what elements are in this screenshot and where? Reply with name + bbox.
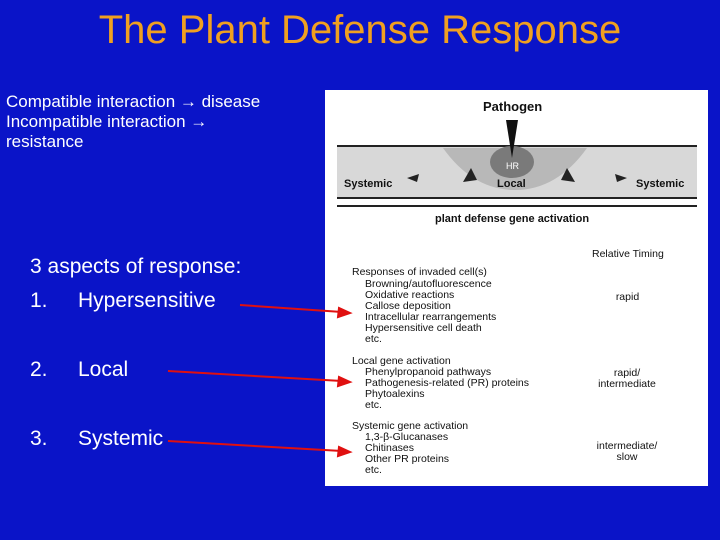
gene-activation-label: plant defense gene activation [435, 213, 590, 225]
defense-diagram-graphics [337, 120, 697, 207]
systemic-right-label: Systemic [636, 178, 685, 190]
defense-diagram: Pathogen HR Systemic Local Systemic plan… [325, 90, 708, 486]
aspect-label: Local [78, 358, 129, 381]
list-item: 1,3-β-Glucanases [365, 431, 449, 443]
timing-systemic-2: slow [616, 451, 638, 463]
group-header-local: Local gene activation [352, 355, 451, 367]
intro-line-2: Incompatible interaction → [6, 112, 208, 131]
list-item: etc. [365, 464, 382, 476]
list-item: Callose deposition [365, 300, 451, 312]
list-item: Intracellular rearrangements [365, 311, 497, 323]
list-item: Hypersensitive cell death [365, 322, 482, 334]
relative-timing-label: Relative Timing [592, 248, 664, 260]
list-item: Phenylpropanoid pathways [365, 366, 492, 378]
aspect-number: 2. [30, 358, 48, 381]
arrow-local [167, 370, 343, 382]
aspect-label: Systemic [78, 427, 164, 450]
arrowhead-icon [561, 168, 575, 182]
timing-systemic-1: intermediate/ [596, 440, 658, 452]
list-item: Phytoalexins [365, 388, 425, 400]
local-label: Local [497, 178, 526, 190]
systemic-left-label: Systemic [344, 178, 393, 190]
hr-zone [490, 146, 534, 178]
pathogen-label: Pathogen [483, 99, 543, 114]
group-header-systemic: Systemic gene activation [352, 420, 469, 432]
aspect-item-local: 2. Local [30, 358, 128, 382]
list-item: etc. [365, 333, 382, 345]
aspect-item-hypersensitive: 1. Hypersensitive [30, 289, 216, 313]
list-item: Chitinases [365, 442, 415, 454]
aspect-item-systemic: 3. Systemic [30, 427, 163, 451]
aspect-number: 1. [30, 289, 48, 312]
group-header-invaded: Responses of invaded cell(s) [352, 266, 487, 278]
list-item: Other PR proteins [365, 453, 450, 465]
list-item: Browning/autofluorescence [365, 278, 492, 290]
list-item: etc. [365, 399, 382, 411]
aspect-number: 3. [30, 427, 48, 450]
intro-line-3: resistance [6, 132, 84, 151]
aspects-list: 3 aspects of response: [30, 255, 241, 279]
arrowhead-icon [463, 168, 477, 182]
list-item: Oxidative reactions [365, 289, 455, 301]
aspect-label: Hypersensitive [78, 289, 216, 312]
intro-text: Compatible interaction → disease Incompa… [6, 92, 324, 152]
timing-local-1: rapid/ [613, 367, 641, 379]
arrowhead-left-icon [407, 174, 419, 182]
timing-local-2: intermediate [598, 378, 656, 390]
arrow-systemic [167, 440, 343, 452]
slide-title: The Plant Defense Response [98, 8, 622, 52]
list-item: Pathogenesis-related (PR) proteins [365, 377, 530, 389]
hr-label: HR [506, 161, 519, 171]
intro-line-1: Compatible interaction → disease [6, 92, 261, 111]
arrowhead-right-icon [615, 174, 627, 182]
timing-invaded: rapid [615, 291, 640, 303]
aspects-heading: 3 aspects of response: [30, 255, 242, 278]
pathogen-needle-icon [506, 120, 518, 158]
